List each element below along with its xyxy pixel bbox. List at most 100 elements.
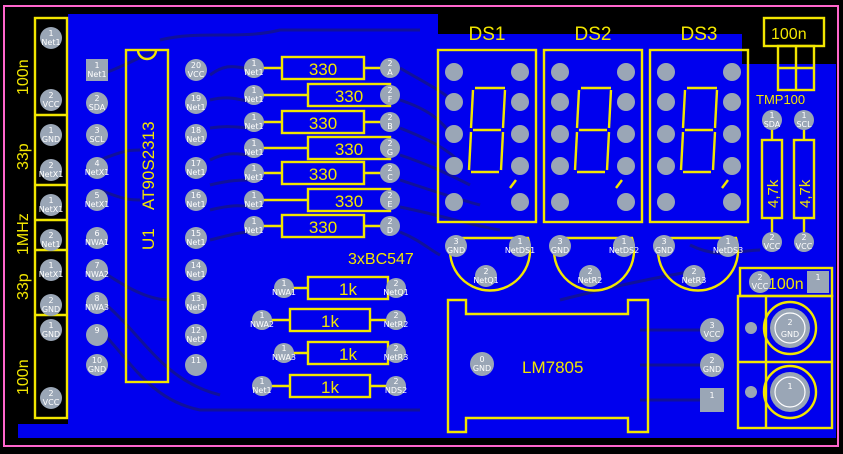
segment-resistor-pad-2-num: 2 (387, 59, 392, 68)
u1-left-pad-6-sig: NWA1 (85, 238, 109, 247)
display-label: DS1 (469, 24, 506, 45)
pullup-top-pad-sig: SCL (796, 120, 812, 129)
segment-resistor-pad-1-sig: Net1 (244, 200, 263, 209)
u1-right-pad-13-sig: Net1 (186, 303, 205, 312)
transistor-pin-3-sig: GND (447, 246, 465, 255)
transistor-pin-2-sig: NetR2 (578, 276, 603, 285)
left-header-pad-9-num: 1 (48, 321, 53, 330)
transistor-pin-1-num: 1 (725, 237, 730, 246)
left-header-pad-8-num: 2 (48, 296, 53, 305)
left-header-pad-2-num: 2 (48, 91, 53, 100)
segment-resistor-pad-1-num: 1 (251, 164, 256, 173)
segment-resistor-pad-2: 2C (380, 163, 400, 183)
base-resistor-value: 1k (321, 378, 339, 397)
pullup-value: 4,7k (797, 179, 814, 208)
pullup-top-pad-num: 1 (801, 111, 806, 120)
u1-left-pad-9-num: 9 (94, 326, 99, 335)
pullup-top-pad-num: 1 (769, 111, 774, 120)
base-resistor-pad-2-num: 2 (393, 279, 398, 288)
left-header-pads: 1Net12VCC1GND2NetX11NetX12Net11NetX12GND… (39, 27, 64, 409)
segment-resistor-pad-2-sig: E (387, 200, 392, 209)
regulator-label: LM7805 (522, 358, 583, 377)
left-header-pad-7-sig: NetX1 (39, 270, 64, 279)
u1-right-pad-15-num: 15 (191, 229, 201, 238)
u1-right-pad-16-sig: Net1 (186, 200, 205, 209)
cap-label-3: 33p (15, 273, 32, 300)
cap-label-2: 33p (15, 143, 32, 170)
pullup-value: 4,7k (765, 179, 782, 208)
u1-right-pad-20-sig: VCC (188, 70, 205, 79)
u1-left-pad-9: 9 (86, 324, 108, 346)
display-label: DS3 (681, 24, 718, 45)
segment-resistor-value: 330 (309, 165, 337, 184)
segment-resistor-pad-1-sig: Net1 (244, 226, 263, 235)
segment-resistor-pad-1-sig: Net1 (244, 68, 263, 77)
mount-hole (745, 386, 757, 398)
u1-left-pad-8-sig: NWA3 (85, 303, 109, 312)
left-header-pad-4-sig: NetX1 (39, 170, 64, 179)
seven-seg-displays: DS1 DS2 DS3 (436, 24, 750, 224)
base-resistor-value: 1k (339, 345, 357, 364)
u1-right-pad-18-num: 18 (191, 126, 201, 135)
u1-right-pad-15-sig: Net1 (186, 238, 205, 247)
u1-left-pad-5-sig: NetX1 (85, 200, 110, 209)
u1-left-pad-7-sig: NWA2 (85, 270, 109, 279)
u1-right-pad-13-num: 13 (191, 294, 201, 303)
regulator-pin-2-num: 2 (709, 356, 714, 365)
power-cap-label: 100n (768, 276, 804, 293)
u1-right-pad-12-sig: Net1 (186, 335, 205, 344)
base-resistor-pad-2-sig: NetR3 (384, 353, 409, 362)
base-resistor-pad-2-num: 2 (393, 344, 398, 353)
u1-left-pad-4-sig: NetX1 (85, 168, 110, 177)
left-header-pad-3-sig: GND (42, 135, 60, 144)
segment-resistor-value: 330 (309, 114, 337, 133)
transistors: 3GND1NetDS12NetQ13GND1NetDS22NetR23GND1N… (445, 235, 743, 292)
base-resistor-pad-1-num: 1 (259, 311, 264, 320)
segment-resistor-pad-2-num: 2 (387, 139, 392, 148)
base-resistors: 1k1NWA12NetQ11k1NWA22NetR21k1NWA32NetR31… (250, 275, 409, 399)
u1-right-pad-14-num: 14 (191, 261, 201, 270)
power-cap-pad-1: 1 (807, 271, 829, 293)
segment-resistor-pad-1-sig: Net1 (244, 95, 263, 104)
segment-resistor-pad-1-num: 1 (251, 139, 256, 148)
u1-right-pad-17-sig: Net1 (186, 168, 205, 177)
regulator-pin-1-num: 1 (709, 391, 714, 400)
segment-resistor-value: 330 (309, 218, 337, 237)
u1-left-pad-10-sig: GND (88, 365, 106, 374)
base-resistor-pad-2-sig: NDS2 (385, 386, 407, 395)
transistor-pin-1-num: 1 (517, 237, 522, 246)
segment-resistor-pad-1-num: 1 (251, 59, 256, 68)
left-header-pad-5-num: 1 (48, 196, 53, 205)
pullup-bottom-pad-sig: VCC (764, 242, 781, 251)
left-header-pad-7-num: 1 (48, 261, 53, 270)
regulator-pin-3-num: 3 (709, 321, 714, 330)
display-label: DS2 (575, 24, 612, 45)
